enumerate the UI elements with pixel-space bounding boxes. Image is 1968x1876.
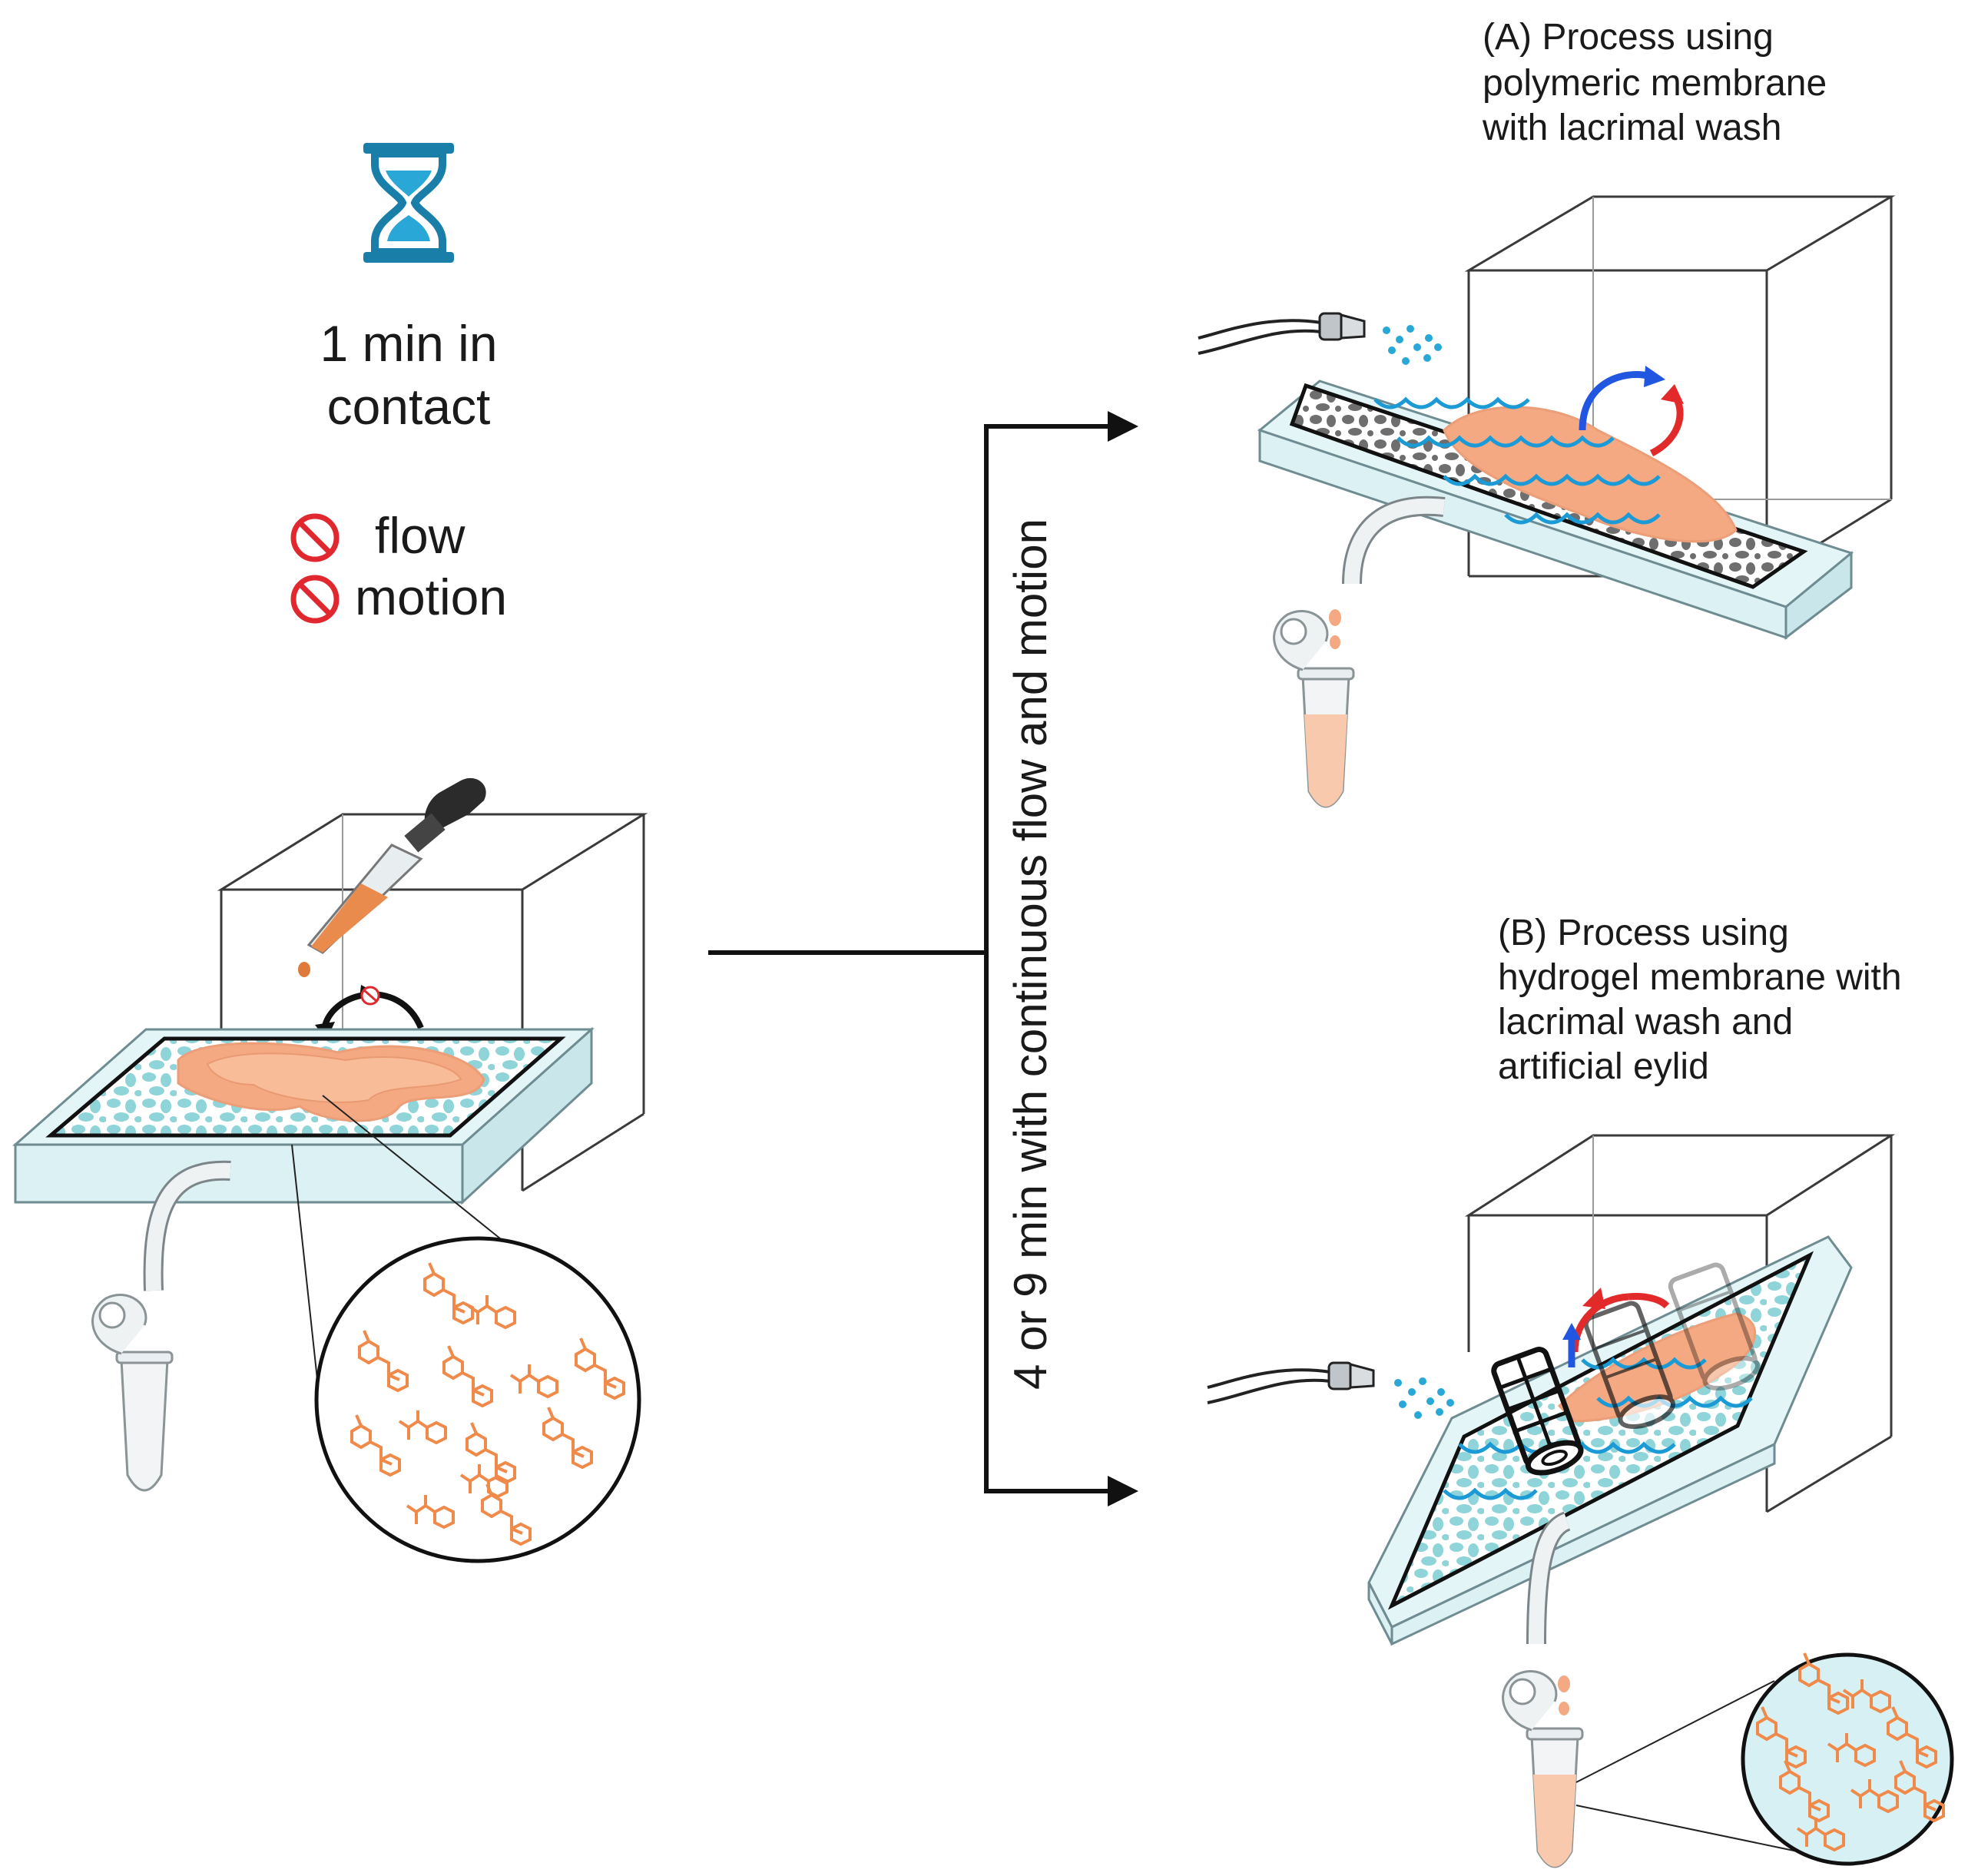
collection-tube-left xyxy=(91,1293,174,1492)
hourglass-icon xyxy=(363,143,454,263)
molecule-zoom-circle-left xyxy=(314,1236,641,1563)
panel-a-title-line1: (A) Process using xyxy=(1483,17,1774,58)
panel-b-title-line2: hydrogel membrane with xyxy=(1498,957,1902,998)
branch-connector xyxy=(708,411,1138,1506)
spray-droplets-b xyxy=(1394,1377,1454,1419)
left-tray xyxy=(12,1026,595,1205)
panel-a-title-line2: polymeric membrane xyxy=(1483,63,1827,104)
hose-icon xyxy=(1197,312,1366,355)
no-motion-label: motion xyxy=(355,568,507,625)
panel-b-title-line3: lacrimal wash and xyxy=(1498,1002,1793,1042)
prohibit-icon xyxy=(293,516,336,559)
duration-label: 4 or 9 min with continuous flow and moti… xyxy=(1005,519,1056,1390)
panel-b-title-line4: artificial eylid xyxy=(1498,1046,1709,1087)
collection-tube-a xyxy=(1273,609,1355,808)
panel-b-title-line1: (B) Process using xyxy=(1498,913,1789,953)
collection-tube-b xyxy=(1502,1669,1584,1868)
hose-icon xyxy=(1206,1361,1375,1404)
lacrimal-wash-waves-a xyxy=(1373,396,1661,525)
panel-a-title-line3: with lacrimal wash xyxy=(1482,108,1781,148)
contact-time-line1: 1 min in xyxy=(320,315,497,372)
no-flow-label: flow xyxy=(375,507,465,564)
panel-b-chamber-box xyxy=(1464,1134,1896,1513)
drops-b xyxy=(1558,1675,1570,1715)
contact-time-line2: contact xyxy=(327,378,491,435)
molecule-zoom-circle-b xyxy=(1741,1652,1954,1866)
drops-a xyxy=(1329,609,1341,649)
dropper-icon xyxy=(298,777,486,977)
rotation-arrows-b xyxy=(1562,1288,1670,1367)
eyelid-roller-icon xyxy=(1491,1262,1760,1476)
spray-droplets-a xyxy=(1383,325,1442,365)
panel-a-tray xyxy=(1257,380,1854,641)
panel-b-tray xyxy=(1367,1235,1853,1646)
rotation-arrows-a xyxy=(1579,366,1684,457)
prohibit-icon xyxy=(293,578,336,621)
